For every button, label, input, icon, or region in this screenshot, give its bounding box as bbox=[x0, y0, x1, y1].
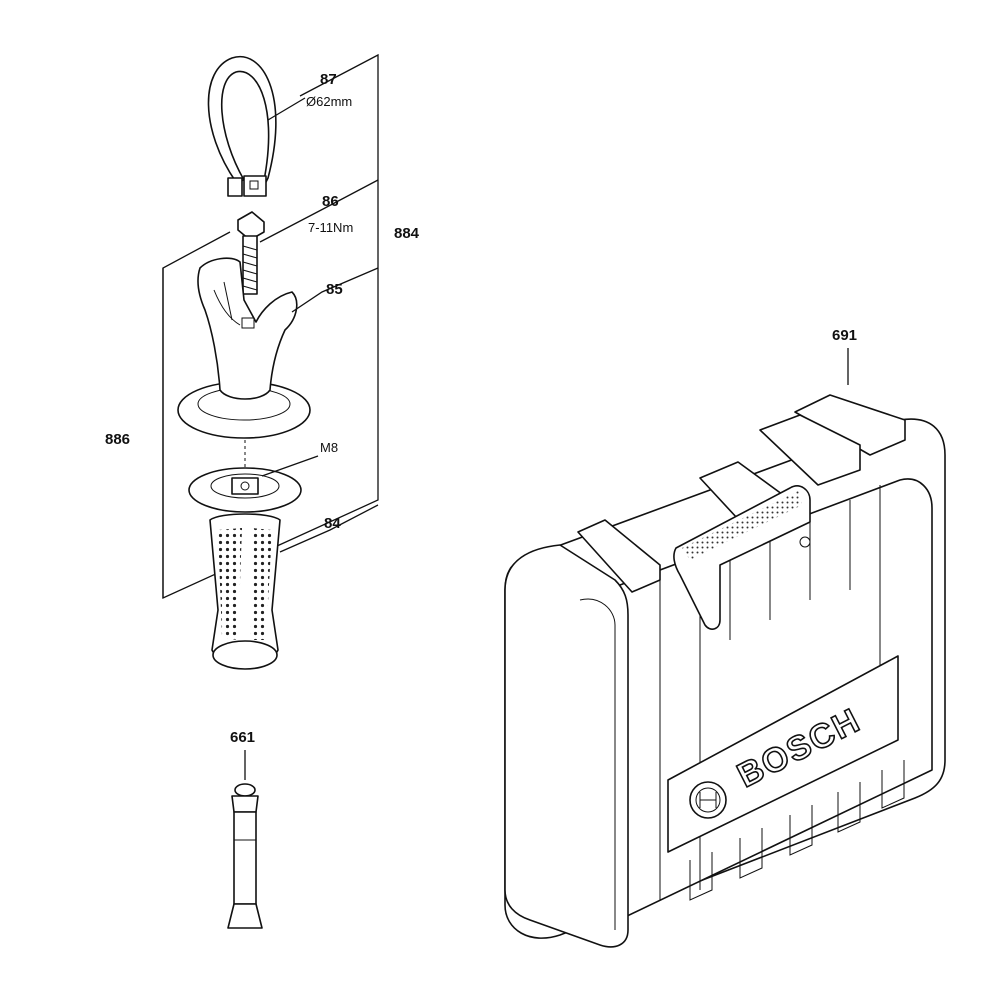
grease-tube-661-drawing bbox=[227, 783, 263, 929]
leader-86 bbox=[259, 179, 379, 243]
label-87-spec: Ø62mm bbox=[306, 94, 352, 109]
leader-84 bbox=[279, 504, 379, 553]
label-884: 884 bbox=[394, 225, 420, 242]
leader-85 bbox=[291, 267, 379, 313]
thread-insert-m8-drawing bbox=[188, 440, 302, 513]
label-m8: M8 bbox=[320, 440, 338, 455]
label-87: 87 bbox=[320, 71, 337, 88]
label-691: 691 bbox=[832, 327, 857, 344]
label-85: 85 bbox=[326, 281, 343, 298]
clamp-strap-87-drawing bbox=[207, 55, 277, 197]
label-84: 84 bbox=[324, 515, 341, 532]
label-86: 86 bbox=[322, 193, 339, 210]
handle-yoke-85-drawing bbox=[177, 257, 311, 439]
label-661: 661 bbox=[230, 729, 255, 746]
label-86-spec: 7-11Nm bbox=[308, 220, 353, 235]
label-886: 886 bbox=[105, 431, 130, 448]
leader-m8 bbox=[261, 455, 319, 477]
bolt-86-drawing bbox=[237, 211, 265, 295]
grip-84-drawing bbox=[209, 513, 281, 670]
leader-87 bbox=[267, 97, 306, 121]
carrying-case-691-drawing bbox=[504, 394, 946, 948]
